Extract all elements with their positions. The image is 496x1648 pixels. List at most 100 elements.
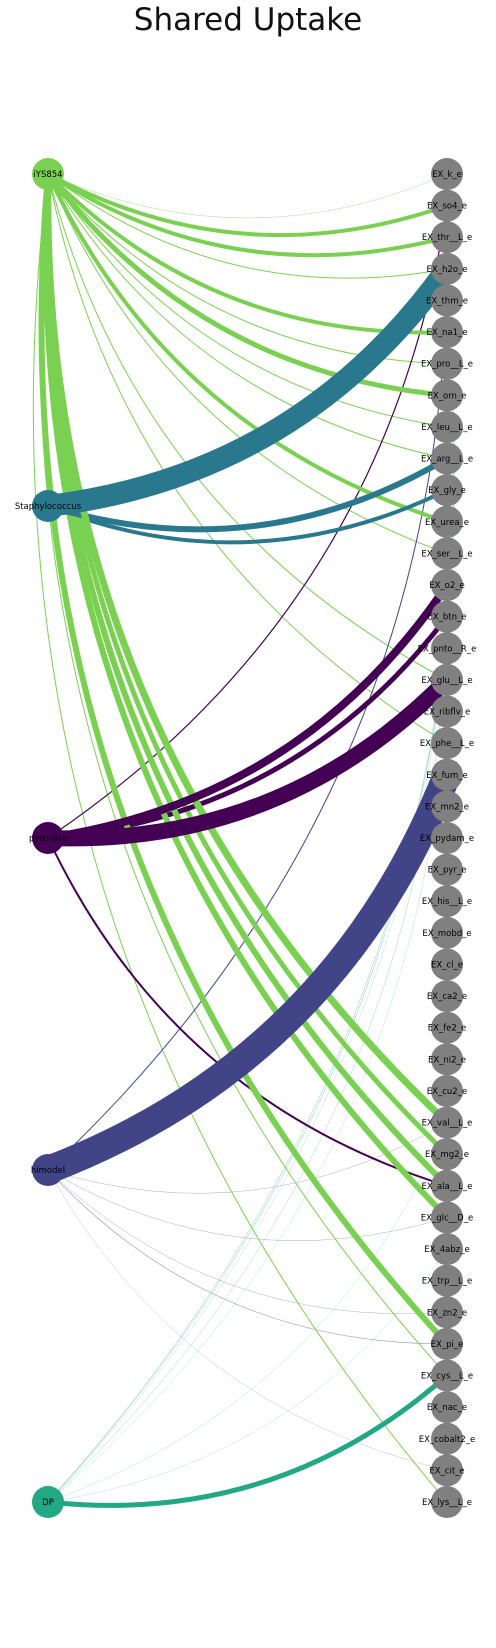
node-label-EX_h2o_e: EX_h2o_e bbox=[427, 265, 468, 275]
node-label-EX_fe2_e: EX_fe2_e bbox=[428, 1024, 467, 1034]
node-label-EX_mn2_e: EX_mn2_e bbox=[425, 802, 469, 812]
node-Pyruvate[interactable] bbox=[32, 822, 64, 854]
node-EX_val__L_e[interactable] bbox=[431, 1106, 463, 1139]
node-label-EX_zn2_e: EX_zn2_e bbox=[427, 1308, 467, 1318]
node-EX_btn_e[interactable] bbox=[431, 600, 463, 633]
edge-Staphylococcus-EX_gly_e bbox=[46, 488, 449, 545]
node-EX_mobd_e[interactable] bbox=[431, 916, 463, 949]
edge-iYS854-EX_glc__D_e bbox=[43, 171, 450, 1221]
node-EX_cu2_e[interactable] bbox=[431, 1074, 463, 1107]
node-label-EX_thm_e: EX_thm_e bbox=[426, 296, 468, 306]
node-EX_cys__L_e[interactable] bbox=[431, 1359, 463, 1392]
node-EX_cl_e[interactable] bbox=[431, 948, 463, 981]
node-EX_urea_e[interactable] bbox=[431, 505, 463, 538]
node-EX_mn2_e[interactable] bbox=[431, 790, 463, 823]
node-label-EX_so4_e: EX_so4_e bbox=[427, 202, 467, 212]
node-EX_nac_e[interactable] bbox=[431, 1391, 463, 1424]
node-iYS854[interactable] bbox=[32, 158, 64, 190]
node-EX_o2_e[interactable] bbox=[431, 569, 463, 602]
edge-Pyruvate-EX_so4_e bbox=[47, 205, 448, 839]
node-EX_so4_e[interactable] bbox=[431, 189, 463, 222]
node-EX_4abz_e[interactable] bbox=[431, 1233, 463, 1266]
node-label-DP: DP bbox=[42, 1498, 54, 1508]
node-EX_orn_e[interactable] bbox=[431, 379, 463, 412]
node-EX_trp__L_e[interactable] bbox=[431, 1264, 463, 1297]
node-EX_pyr_e[interactable] bbox=[431, 853, 463, 886]
node-label-EX_cit_e: EX_cit_e bbox=[429, 1466, 464, 1476]
node-EX_gly_e[interactable] bbox=[431, 474, 463, 507]
edge-DP-EX_ser__L_e bbox=[47, 553, 448, 1503]
node-label-EX_mobd_e: EX_mobd_e bbox=[422, 929, 471, 939]
node-EX_cit_e[interactable] bbox=[431, 1454, 463, 1487]
node-Staphylococcus[interactable] bbox=[32, 490, 64, 522]
node-EX_ser__L_e[interactable] bbox=[431, 537, 463, 570]
node-EX_glu__L_e[interactable] bbox=[431, 663, 463, 696]
node-label-EX_na1_e: EX_na1_e bbox=[427, 328, 468, 338]
node-label-EX_lys__L_e: EX_lys__L_e bbox=[422, 1498, 472, 1508]
node-label-EX_pnto__R_e: EX_pnto__R_e bbox=[418, 644, 477, 654]
node-label-EX_ala__L_e: EX_ala__L_e bbox=[422, 1182, 473, 1192]
target-nodes: EX_k_eEX_so4_eEX_thr__L_eEX_h2o_eEX_thm_… bbox=[418, 158, 477, 1518]
node-EX_zn2_e[interactable] bbox=[431, 1296, 463, 1329]
node-label-EX_gly_e: EX_gly_e bbox=[428, 486, 466, 496]
node-label-EX_o2_e: EX_o2_e bbox=[429, 581, 465, 591]
node-label-EX_4abz_e: EX_4abz_e bbox=[424, 1245, 469, 1255]
edge-Pyruvate-EX_ala__L_e bbox=[47, 837, 448, 1187]
edge-Staphylococcus-EX_h2o_e bbox=[37, 257, 458, 517]
node-EX_k_e[interactable] bbox=[431, 158, 463, 190]
edge-himodel-EX_pi_e bbox=[47, 1169, 448, 1345]
node-label-EX_cys__L_e: EX_cys__L_e bbox=[421, 1372, 473, 1382]
node-label-Staphylococcus: Staphylococcus bbox=[15, 502, 82, 512]
node-label-EX_mg2_e: EX_mg2_e bbox=[425, 1150, 469, 1160]
node-label-EX_cobalt2_e: EX_cobalt2_e bbox=[419, 1435, 476, 1445]
node-EX_h2o_e[interactable] bbox=[431, 252, 463, 285]
edge-DP-EX_4abz_e bbox=[47, 1248, 448, 1503]
node-EX_thr__L_e[interactable] bbox=[431, 221, 463, 254]
node-EX_fe2_e[interactable] bbox=[431, 1011, 463, 1044]
node-EX_fum_e[interactable] bbox=[431, 758, 463, 791]
node-label-EX_glu__L_e: EX_glu__L_e bbox=[421, 676, 472, 686]
node-label-EX_btn_e: EX_btn_e bbox=[427, 613, 466, 623]
node-EX_lys__L_e[interactable] bbox=[431, 1486, 463, 1518]
node-EX_phe__L_e[interactable] bbox=[431, 727, 463, 760]
edge-iYS854-EX_orn_e bbox=[45, 171, 450, 398]
node-EX_ni2_e[interactable] bbox=[431, 1043, 463, 1076]
node-himodel[interactable] bbox=[32, 1154, 64, 1186]
node-EX_leu__L_e[interactable] bbox=[431, 410, 463, 443]
node-EX_pnto__R_e[interactable] bbox=[431, 632, 463, 665]
node-EX_na1_e[interactable] bbox=[431, 316, 463, 349]
node-EX_pro__L_e[interactable] bbox=[431, 347, 463, 380]
node-EX_cobalt2_e[interactable] bbox=[431, 1422, 463, 1455]
edge-iYS854-EX_val__L_e bbox=[44, 170, 451, 1127]
node-EX_his__L_e[interactable] bbox=[431, 885, 463, 918]
node-label-EX_phe__L_e: EX_phe__L_e bbox=[420, 739, 474, 749]
node-EX_pydam_e[interactable] bbox=[431, 822, 463, 854]
node-EX_ala__L_e[interactable] bbox=[431, 1169, 463, 1202]
edge-Pyruvate-EX_glu__L_e bbox=[40, 671, 455, 847]
node-label-iYS854: iYS854 bbox=[33, 170, 62, 180]
node-EX_pi_e[interactable] bbox=[431, 1327, 463, 1360]
edge-Staphylococcus-EX_arg__L_e bbox=[45, 455, 450, 533]
node-EX_arg__L_e[interactable] bbox=[431, 442, 463, 475]
node-EX_mg2_e[interactable] bbox=[431, 1138, 463, 1171]
node-label-EX_ca2_e: EX_ca2_e bbox=[427, 992, 467, 1002]
node-label-EX_thr__L_e: EX_thr__L_e bbox=[422, 233, 472, 243]
node-EX_ca2_e[interactable] bbox=[431, 980, 463, 1013]
node-DP[interactable] bbox=[32, 1486, 64, 1518]
edge-iYS854-EX_na1_e bbox=[46, 172, 449, 335]
edge-iYS854-EX_arg__L_e bbox=[47, 173, 448, 460]
edge-Pyruvate-EX_o2_e bbox=[44, 581, 451, 842]
node-label-EX_pyr_e: EX_pyr_e bbox=[428, 866, 467, 876]
node-EX_glc__D_e[interactable] bbox=[431, 1201, 463, 1234]
node-label-EX_ser__L_e: EX_ser__L_e bbox=[421, 549, 472, 559]
node-label-EX_ribflv_e: EX_ribflv_e bbox=[424, 708, 471, 718]
node-label-EX_pi_e: EX_pi_e bbox=[431, 1340, 464, 1350]
node-label-EX_nac_e: EX_nac_e bbox=[427, 1403, 467, 1413]
edge-DP-EX_cys__L_e bbox=[45, 1373, 450, 1508]
diagram-title: Shared Uptake bbox=[133, 2, 363, 38]
node-EX_ribflv_e[interactable] bbox=[431, 695, 463, 728]
edge-iYS854-EX_so4_e bbox=[46, 172, 449, 238]
node-label-EX_cu2_e: EX_cu2_e bbox=[427, 1087, 467, 1097]
node-EX_thm_e[interactable] bbox=[431, 284, 463, 317]
